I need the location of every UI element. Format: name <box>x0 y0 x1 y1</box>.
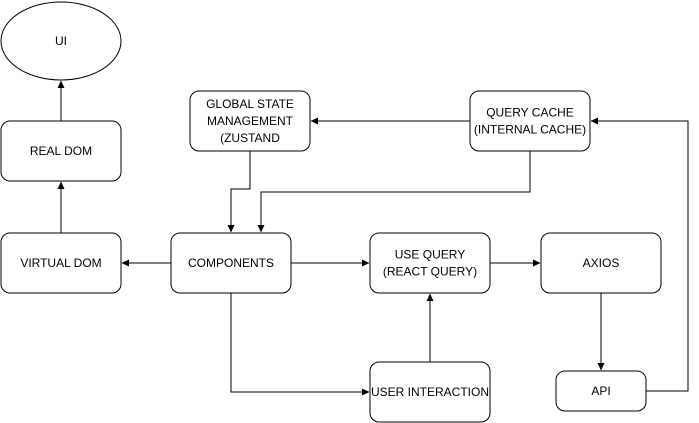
global-state-label: (ZUSTAND <box>220 131 280 145</box>
arrow-components-to-user-interaction <box>230 293 370 396</box>
node-use-query: USE QUERY (REACT QUERY) <box>369 232 491 294</box>
global-state-label: MANAGEMENT <box>207 114 294 128</box>
virtual-dom-label: VIRTUAL DOM <box>20 256 101 270</box>
user-interaction-shape <box>369 361 491 423</box>
node-query-cache: QUERY CACHE (INTERNAL CACHE) <box>469 90 591 152</box>
ui-label: UI <box>55 34 67 48</box>
api-label: API <box>591 384 610 398</box>
user-interaction-label: USER INTERACTION <box>371 385 489 399</box>
arrow-query-cache-to-components <box>257 151 531 233</box>
real-dom-shape <box>0 120 122 182</box>
node-api: API <box>555 370 647 412</box>
use-query-label: (REACT QUERY) <box>383 265 477 279</box>
node-axios: AXIOS <box>540 232 662 294</box>
node-global-state: GLOBAL STATE MANAGEMENT (ZUSTAND <box>189 90 311 152</box>
node-real-dom: REAL DOM <box>0 120 122 182</box>
query-cache-shape <box>469 90 591 152</box>
use-query-shape <box>369 232 491 294</box>
real-dom-label: REAL DOM <box>30 144 92 158</box>
query-cache-label: (INTERNAL CACHE) <box>474 123 586 137</box>
ui-shape <box>0 1 122 81</box>
query-cache-label: QUERY CACHE <box>486 106 574 120</box>
node-components: COMPONENTS <box>170 232 292 294</box>
global-state-label: GLOBAL STATE <box>206 97 294 111</box>
node-virtual-dom: VIRTUAL DOM <box>0 232 122 294</box>
node-ui: UI <box>0 1 122 81</box>
virtual-dom-shape <box>0 232 122 294</box>
node-user-interaction: USER INTERACTION <box>369 361 491 423</box>
arrow-global-state-to-components <box>227 151 251 233</box>
use-query-label: USE QUERY <box>395 248 465 262</box>
api-shape <box>555 370 647 412</box>
global-state-shape <box>189 90 311 152</box>
axios-label: AXIOS <box>583 256 620 270</box>
components-shape <box>170 232 292 294</box>
components-label: COMPONENTS <box>188 256 274 270</box>
axios-shape <box>540 232 662 294</box>
arrow-api-to-query-cache <box>590 117 689 392</box>
